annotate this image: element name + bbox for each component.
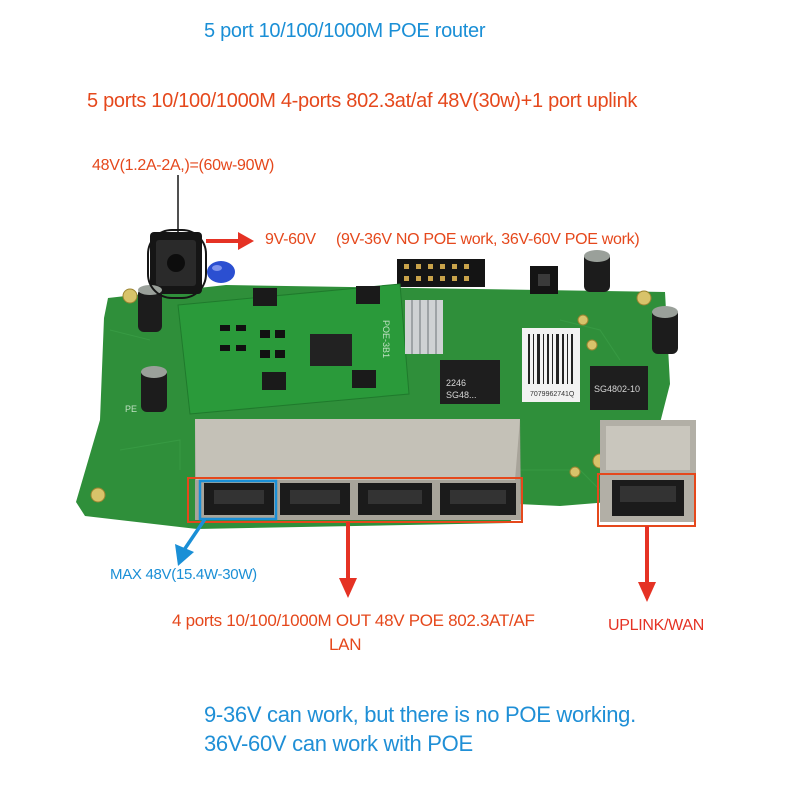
pe-label: PE: [125, 404, 137, 414]
arrow-down-icon: [339, 522, 357, 598]
voltage-note-line-2: 36V-60V can work with POE: [204, 731, 473, 756]
barcode-label: 7079962741Q: [522, 328, 580, 402]
arrow-down-icon: [638, 526, 656, 602]
arrow-down-left-icon: [175, 518, 207, 566]
first-port-highlight: [198, 479, 278, 521]
spec-subtitle: 5 ports 10/100/1000M 4-ports 802.3at/af …: [87, 90, 638, 112]
poe-daughter-board: POE-3B1: [177, 283, 410, 415]
switch-chip-2: SG4802-10: [590, 366, 648, 410]
lan-ports-highlight: [187, 477, 523, 523]
heatsink: [405, 300, 443, 354]
uplink-rj45: [600, 420, 696, 522]
uplink-wan-label: UPLINK/WAN: [608, 617, 704, 634]
power-jack-highlight: [147, 229, 207, 299]
voltage-note-label: (9V-36V NO POE work, 36V-60V POE work): [336, 231, 640, 248]
lan-label: LAN: [329, 635, 362, 654]
lan-ports-label: 4 ports 10/100/1000M OUT 48V POE 802.3AT…: [172, 611, 535, 630]
page-title: 5 port 10/100/1000M POE router: [204, 20, 486, 42]
lan-rj45-block: [195, 419, 521, 520]
switch-chip-1: 2246 SG48...: [440, 360, 500, 404]
mounting-holes: [90, 288, 652, 503]
module-label: POE-3B1: [381, 320, 391, 358]
chip-1-label: SG4802-10: [594, 384, 640, 394]
barcode-text: 7079962741Q: [530, 391, 575, 398]
chip-2-label: SG48...: [446, 390, 477, 400]
electrolytic-capacitors: [138, 250, 678, 412]
power-input-label: 48V(1.2A-2A,)=(60w-90W): [92, 157, 275, 174]
chip-2-code: 2246: [446, 378, 466, 388]
pin-header: [397, 259, 485, 287]
arrow-right-icon: [206, 232, 254, 250]
voltage-range-label: 9V-60V: [265, 231, 316, 248]
small-connector: [530, 266, 558, 294]
voltage-note-line-1: 9-36V can work, but there is no POE work…: [204, 702, 636, 727]
dc-power-jack: [150, 232, 202, 294]
max-port-power-label: MAX 48V(15.4W-30W): [110, 566, 257, 583]
blue-capacitor: [207, 261, 235, 283]
